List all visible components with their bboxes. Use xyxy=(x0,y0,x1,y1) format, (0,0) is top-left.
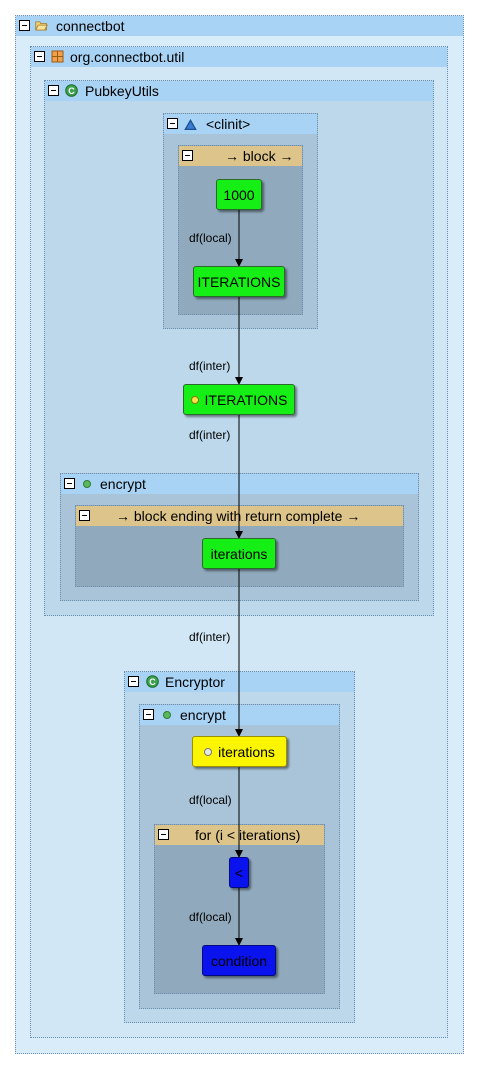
node-iterations-local[interactable]: ITERATIONS xyxy=(193,266,285,297)
class-icon: C xyxy=(146,675,159,688)
edge-label: df(local) xyxy=(189,793,232,807)
collapse-toggle[interactable] xyxy=(79,510,90,521)
container-title: connectbot xyxy=(56,18,125,34)
collapse-toggle[interactable] xyxy=(182,150,193,161)
collapse-toggle[interactable] xyxy=(143,709,154,720)
package-icon xyxy=(51,50,64,63)
node-iterations-encryptor[interactable]: iterations xyxy=(192,736,287,767)
container-title: encrypt xyxy=(180,707,226,723)
edge-label: df(inter) xyxy=(189,428,231,442)
container-title: for (i < iterations) xyxy=(195,827,301,843)
field-icon xyxy=(204,747,213,756)
node-iterations-field[interactable]: ITERATIONS xyxy=(183,384,295,415)
class-icon: C xyxy=(65,84,78,97)
svg-text:C: C xyxy=(68,86,75,96)
folder-icon xyxy=(35,21,48,31)
container-title: → block ending with return complete → xyxy=(116,508,361,524)
static-method-icon xyxy=(184,119,197,131)
container-title: → block → xyxy=(225,148,294,164)
container-title: encrypt xyxy=(100,476,146,492)
node-label: iterations xyxy=(218,743,275,760)
header-connectbot: connectbot xyxy=(16,16,463,36)
node-label: iterations xyxy=(210,545,268,562)
node-label: 1000 xyxy=(223,186,255,203)
header-package: org.connectbot.util xyxy=(31,47,447,67)
node-iterations-param[interactable]: iterations xyxy=(202,538,276,569)
node-label: ITERATIONS xyxy=(204,391,288,408)
header-block: → block → xyxy=(179,146,302,166)
collapse-toggle[interactable] xyxy=(128,676,139,687)
edge-label: df(inter) xyxy=(189,630,231,644)
container-title: Encryptor xyxy=(165,674,225,690)
container-title: PubkeyUtils xyxy=(85,83,159,99)
method-icon xyxy=(163,711,171,719)
field-icon xyxy=(190,395,199,404)
container-title: org.connectbot.util xyxy=(70,49,185,65)
collapse-toggle[interactable] xyxy=(167,118,178,129)
collapse-toggle[interactable] xyxy=(158,829,169,840)
method-icon xyxy=(83,480,91,488)
edge-label: df(local) xyxy=(189,231,232,245)
node-condition[interactable]: condition xyxy=(202,945,276,976)
collapse-toggle[interactable] xyxy=(48,85,59,96)
svg-text:C: C xyxy=(149,677,156,687)
edge-label: df(inter) xyxy=(189,359,231,373)
header-clinit: <clinit> xyxy=(164,114,317,134)
node-less-than[interactable]: < xyxy=(229,857,249,888)
collapse-toggle[interactable] xyxy=(34,51,45,62)
node-1000[interactable]: 1000 xyxy=(216,179,262,210)
edge-label: df(local) xyxy=(189,910,232,924)
collapse-toggle[interactable] xyxy=(64,478,75,489)
node-label: ITERATIONS xyxy=(197,273,281,290)
node-label: < xyxy=(234,864,244,881)
header-pubkeyutils: C PubkeyUtils xyxy=(45,81,433,101)
container-title: <clinit> xyxy=(206,116,251,132)
collapse-toggle[interactable] xyxy=(19,20,30,31)
node-label: condition xyxy=(210,952,268,969)
